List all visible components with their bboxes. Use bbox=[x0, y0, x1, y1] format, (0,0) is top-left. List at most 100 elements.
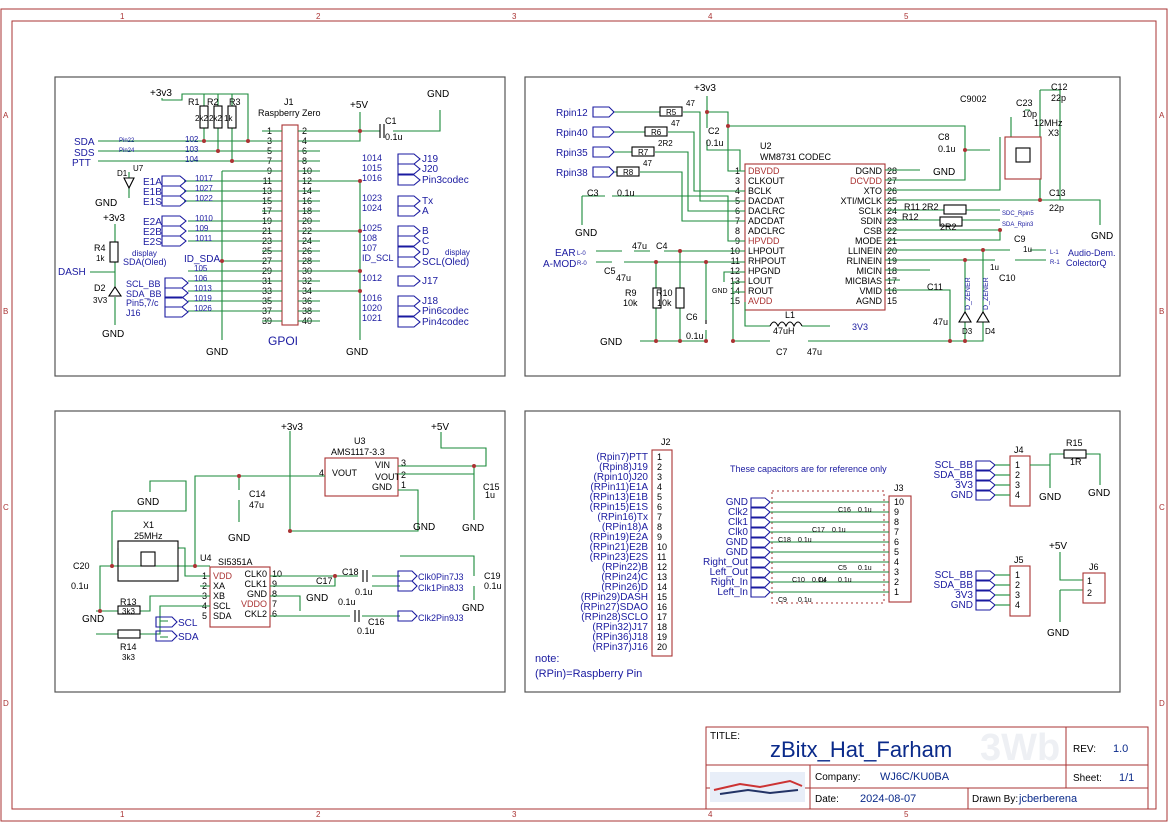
net-scl: SCL bbox=[178, 618, 198, 629]
wire bbox=[270, 595, 400, 617]
u2-part: WM8731 CODEC bbox=[760, 152, 832, 162]
audio-dem: Audio-Dem. bbox=[1068, 248, 1116, 258]
wire bbox=[400, 555, 475, 600]
r14-resistor bbox=[117, 629, 141, 639]
e-net-number: 1010 bbox=[195, 214, 213, 223]
junction-dot bbox=[358, 289, 362, 293]
clock-gnd-4: GND bbox=[462, 523, 484, 534]
codec-pin-name: DGND bbox=[856, 166, 883, 176]
r3-resistor bbox=[227, 105, 237, 129]
x1-ref: X1 bbox=[143, 520, 154, 530]
j1-ref: J1 bbox=[284, 97, 294, 107]
c4-value: 47u bbox=[632, 241, 647, 251]
j3-pin-number: 7 bbox=[894, 527, 899, 537]
drawn-value: jcberberena bbox=[1018, 793, 1078, 805]
net-port-icon bbox=[592, 106, 615, 118]
c16-value: 0.1u bbox=[357, 626, 375, 636]
j2-row-label: (RPin26)D bbox=[601, 582, 648, 593]
right-net-number: 1016 bbox=[362, 173, 382, 183]
j3-cap-value: 0.1u bbox=[858, 565, 872, 572]
r11-ref: R11 bbox=[904, 202, 920, 212]
net-port-icon bbox=[161, 235, 187, 247]
j2-row-label: (RPin37)J16 bbox=[592, 642, 648, 653]
j2-note-label: note: bbox=[535, 653, 559, 665]
junction-dot bbox=[110, 564, 114, 568]
ams-pin-name: VIN bbox=[375, 460, 390, 470]
codec-pin-name: LOUT bbox=[748, 276, 773, 286]
net-port-icon bbox=[161, 215, 187, 227]
grid-row-right: B bbox=[1159, 307, 1164, 316]
j-pin-number: 3 bbox=[1015, 480, 1020, 490]
company-label: Company: bbox=[815, 772, 861, 783]
c14-value: 47u bbox=[249, 500, 264, 510]
grid-col-bottom: 3 bbox=[512, 810, 517, 819]
tag-l1: L-1 bbox=[1050, 250, 1059, 256]
codec-pin-name: SCLK bbox=[858, 206, 882, 216]
junction-dot bbox=[678, 339, 682, 343]
gpio-gnd-d2: GND bbox=[102, 329, 124, 340]
ams-pin-number: 2 bbox=[401, 470, 406, 480]
j2-pin-number: 9 bbox=[657, 532, 662, 542]
c23-ref: C23 bbox=[1016, 98, 1033, 108]
panel-connectors bbox=[524, 410, 1121, 693]
right-net-number: 108 bbox=[362, 233, 377, 243]
num-102: 102 bbox=[185, 135, 199, 144]
net-ptt: PTT bbox=[72, 158, 91, 169]
wire bbox=[203, 128, 262, 162]
c20-ref: C20 bbox=[73, 561, 90, 571]
x3-value: 12MHz bbox=[1034, 118, 1063, 128]
l1-ref: L1 bbox=[785, 310, 795, 320]
j4-header bbox=[1009, 455, 1031, 507]
rpin-resistor bbox=[644, 126, 668, 137]
junction-dot bbox=[193, 564, 197, 568]
d1-ref: D1 bbox=[117, 169, 128, 178]
net-port-icon bbox=[750, 527, 771, 538]
rpin-label: Rpin40 bbox=[556, 128, 588, 139]
j6-wire bbox=[1059, 552, 1083, 622]
rpin-resistor-ref: R8 bbox=[623, 168, 634, 177]
u2-ref: U2 bbox=[760, 141, 772, 151]
j2-header bbox=[651, 449, 673, 657]
watermark: 3Wb bbox=[980, 727, 1060, 769]
j1-part: Raspberry Zero bbox=[258, 108, 321, 118]
j3-cap-value: 0.1u bbox=[812, 577, 826, 584]
oled-sda: SDA(Oled) bbox=[123, 257, 167, 267]
grid-col-bottom: 1 bbox=[120, 810, 125, 819]
c20-value: 0.1u bbox=[71, 581, 89, 591]
right-net-number: 1021 bbox=[362, 313, 382, 323]
j2-row-label: (RPin22)B bbox=[602, 562, 648, 573]
net-sda-clock: SDA bbox=[178, 632, 199, 643]
codec-pin-name: CLKOUT bbox=[748, 176, 785, 186]
net-port-icon bbox=[164, 296, 189, 308]
c1-value: 0.1u bbox=[385, 132, 403, 142]
right-net-label: SCL(Oled) bbox=[422, 257, 469, 268]
j3-pin-number: 6 bbox=[894, 537, 899, 547]
clock-gnd-1: GND bbox=[137, 497, 159, 508]
codec-pin-name: HPVDD bbox=[748, 236, 780, 246]
j-row-label: SDA_BB bbox=[934, 580, 974, 591]
r2-ref: R2 bbox=[207, 97, 219, 107]
si-pin-number: 8 bbox=[272, 589, 277, 599]
lower-left-number: 1013 bbox=[194, 284, 212, 293]
net-port-icon bbox=[397, 235, 421, 247]
j-row-label: GND bbox=[951, 600, 973, 611]
j3-cap-value: 0.1u bbox=[832, 527, 846, 534]
r2-resistor bbox=[213, 105, 223, 129]
j2-row-label: (RPin21)E2B bbox=[590, 542, 649, 553]
e-net-label: E2B bbox=[143, 227, 162, 238]
j2-row-label: (RPin19)E2A bbox=[590, 532, 649, 543]
d4-zener-icon bbox=[976, 310, 990, 323]
codec-3v3: +3v3 bbox=[694, 83, 716, 94]
net-port-icon bbox=[397, 570, 418, 582]
wire bbox=[596, 251, 745, 288]
junction-dot bbox=[237, 474, 241, 478]
net-port-icon bbox=[975, 490, 996, 501]
grid-col-top: 3 bbox=[512, 12, 517, 21]
codec-wires bbox=[581, 89, 1101, 343]
zener-d3: D_ZENER bbox=[965, 277, 972, 310]
c7-value: 47u bbox=[807, 347, 822, 357]
j4-wire bbox=[1030, 453, 1101, 488]
wire bbox=[221, 170, 262, 340]
